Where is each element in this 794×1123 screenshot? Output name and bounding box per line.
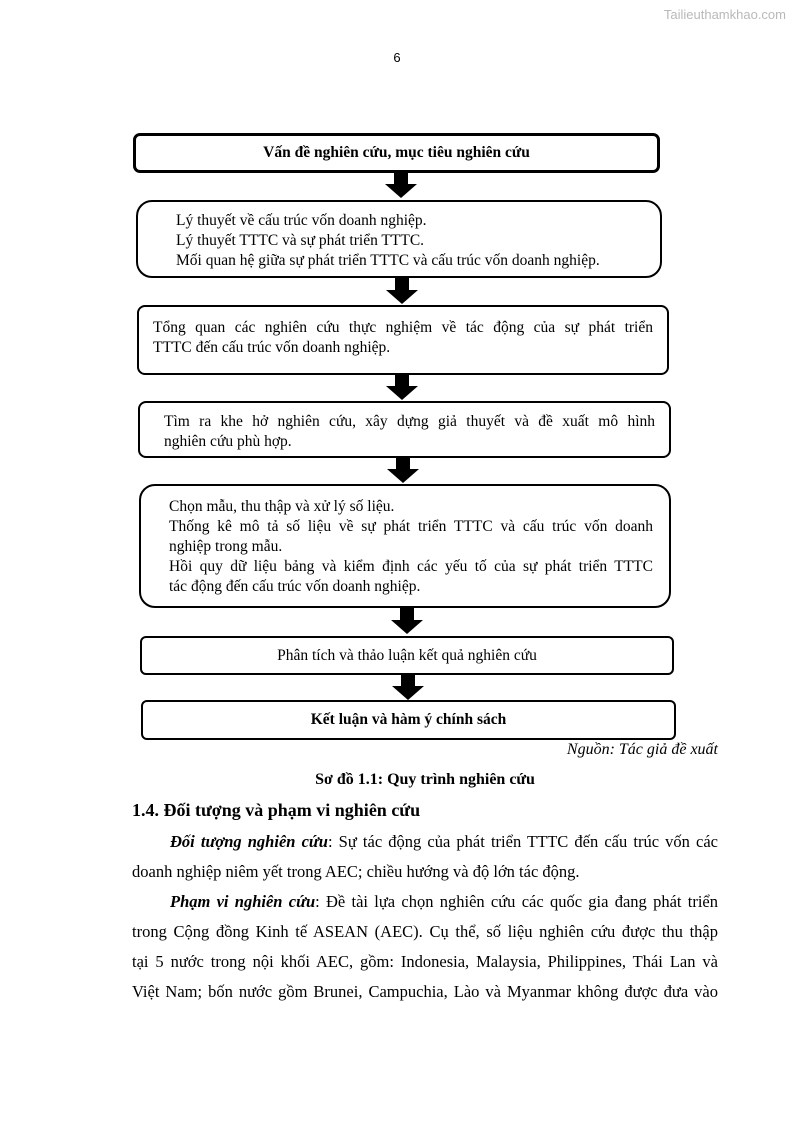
- flow-box-research-gap: Tìm ra khe hở nghiên cứu, xây dựng giả t…: [138, 401, 671, 458]
- flow-box-research-problem-text: Vấn đề nghiên cứu, mục tiêu nghiên cứu: [263, 144, 530, 161]
- flow-box-literature-review-line: TTTC đến cấu trúc vốn doanh nghiệp.: [153, 339, 391, 356]
- flow-box-theory-line: Lý thuyết TTTC và sự phát triển TTTC.: [176, 232, 425, 249]
- flow-box-theory-line: Mối quan hệ giữa sự phát triển TTTC và c…: [176, 252, 600, 269]
- paragraph-line: trong Cộng đồng Kinh tế ASEAN (AEC). Cụ …: [132, 922, 718, 941]
- flow-box-research-gap-line: Tìm ra khe hở nghiên cứu, xây dựng giả t…: [164, 413, 655, 430]
- flow-box-data-analysis-line: Chọn mẫu, thu thập và xử lý số liệu.: [169, 498, 395, 515]
- page-number: 6: [393, 50, 401, 65]
- figure-caption: Sơ đồ 1.1: Quy trình nghiên cứu: [315, 771, 535, 788]
- flow-box-discussion: Phân tích và thảo luận kết quả nghiên cứ…: [140, 636, 674, 675]
- watermark: Tailieuthamkhao.com: [663, 7, 786, 22]
- term-research-object: Đối tượng nghiên cứu: [170, 832, 328, 851]
- down-arrow-icon: [386, 374, 418, 400]
- down-arrow-icon: [392, 674, 424, 700]
- paragraph-line: Phạm vi nghiên cứu: Đề tài lựa chọn nghi…: [132, 887, 718, 917]
- flow-box-data-analysis-line: Hồi quy dữ liệu bảng và kiểm định các yế…: [169, 558, 653, 575]
- down-arrow-icon: [385, 172, 417, 198]
- figure-source: Nguồn: Tác giả đề xuất: [566, 741, 718, 758]
- paragraph-line: Việt Nam; bốn nước gồm Brunei, Campuchia…: [132, 982, 718, 1001]
- paragraph-research-object: Đối tượng nghiên cứu: Sự tác động của ph…: [132, 827, 718, 887]
- flow-box-data-analysis: Chọn mẫu, thu thập và xử lý số liệu. Thố…: [139, 484, 671, 608]
- down-arrow-icon: [391, 608, 423, 634]
- flow-box-literature-review: Tổng quan các nghiên cứu thực nghiệm về …: [137, 305, 669, 375]
- term-research-scope: Phạm vi nghiên cứu: [170, 892, 316, 911]
- paragraph-line: tại 5 nước trong nội khối AEC, gồm: Indo…: [132, 952, 718, 971]
- flow-box-literature-review-line: Tổng quan các nghiên cứu thực nghiệm về …: [153, 319, 653, 336]
- flow-box-research-problem: Vấn đề nghiên cứu, mục tiêu nghiên cứu: [133, 133, 660, 173]
- paragraph-text: : Sự tác động của phát triển TTTC đến cấ…: [327, 832, 719, 851]
- paragraph-text: : Đề tài lựa chọn nghiên cứu các quốc gi…: [315, 892, 718, 911]
- flow-box-discussion-text: Phân tích và thảo luận kết quả nghiên cứ…: [277, 646, 537, 664]
- flow-box-data-analysis-line: tác động đến cấu trúc vốn doanh nghiệp.: [169, 578, 421, 595]
- down-arrow-icon: [387, 457, 419, 483]
- paragraph-line: Đối tượng nghiên cứu: Sự tác động của ph…: [132, 827, 718, 857]
- flow-box-theory: Lý thuyết về cấu trúc vốn doanh nghiệp. …: [136, 200, 662, 278]
- paragraph-line: doanh nghiệp niêm yết trong AEC; chiều h…: [132, 862, 580, 881]
- flow-box-data-analysis-line: Thống kê mô tả số liệu về sự phát triển …: [169, 518, 653, 535]
- flow-box-research-gap-line: nghiên cứu phù hợp.: [164, 433, 292, 450]
- flow-box-theory-line: Lý thuyết về cấu trúc vốn doanh nghiệp.: [176, 212, 427, 229]
- section-heading: 1.4. Đối tượng và phạm vi nghiên cứu: [132, 800, 421, 820]
- flow-box-conclusion-text: Kết luận và hàm ý chính sách: [310, 711, 507, 728]
- flow-box-data-analysis-line: nghiệp trong mẫu.: [169, 538, 283, 555]
- paragraph-research-scope: Phạm vi nghiên cứu: Đề tài lựa chọn nghi…: [132, 887, 718, 1007]
- flow-box-conclusion: Kết luận và hàm ý chính sách: [141, 700, 676, 740]
- down-arrow-icon: [386, 278, 418, 304]
